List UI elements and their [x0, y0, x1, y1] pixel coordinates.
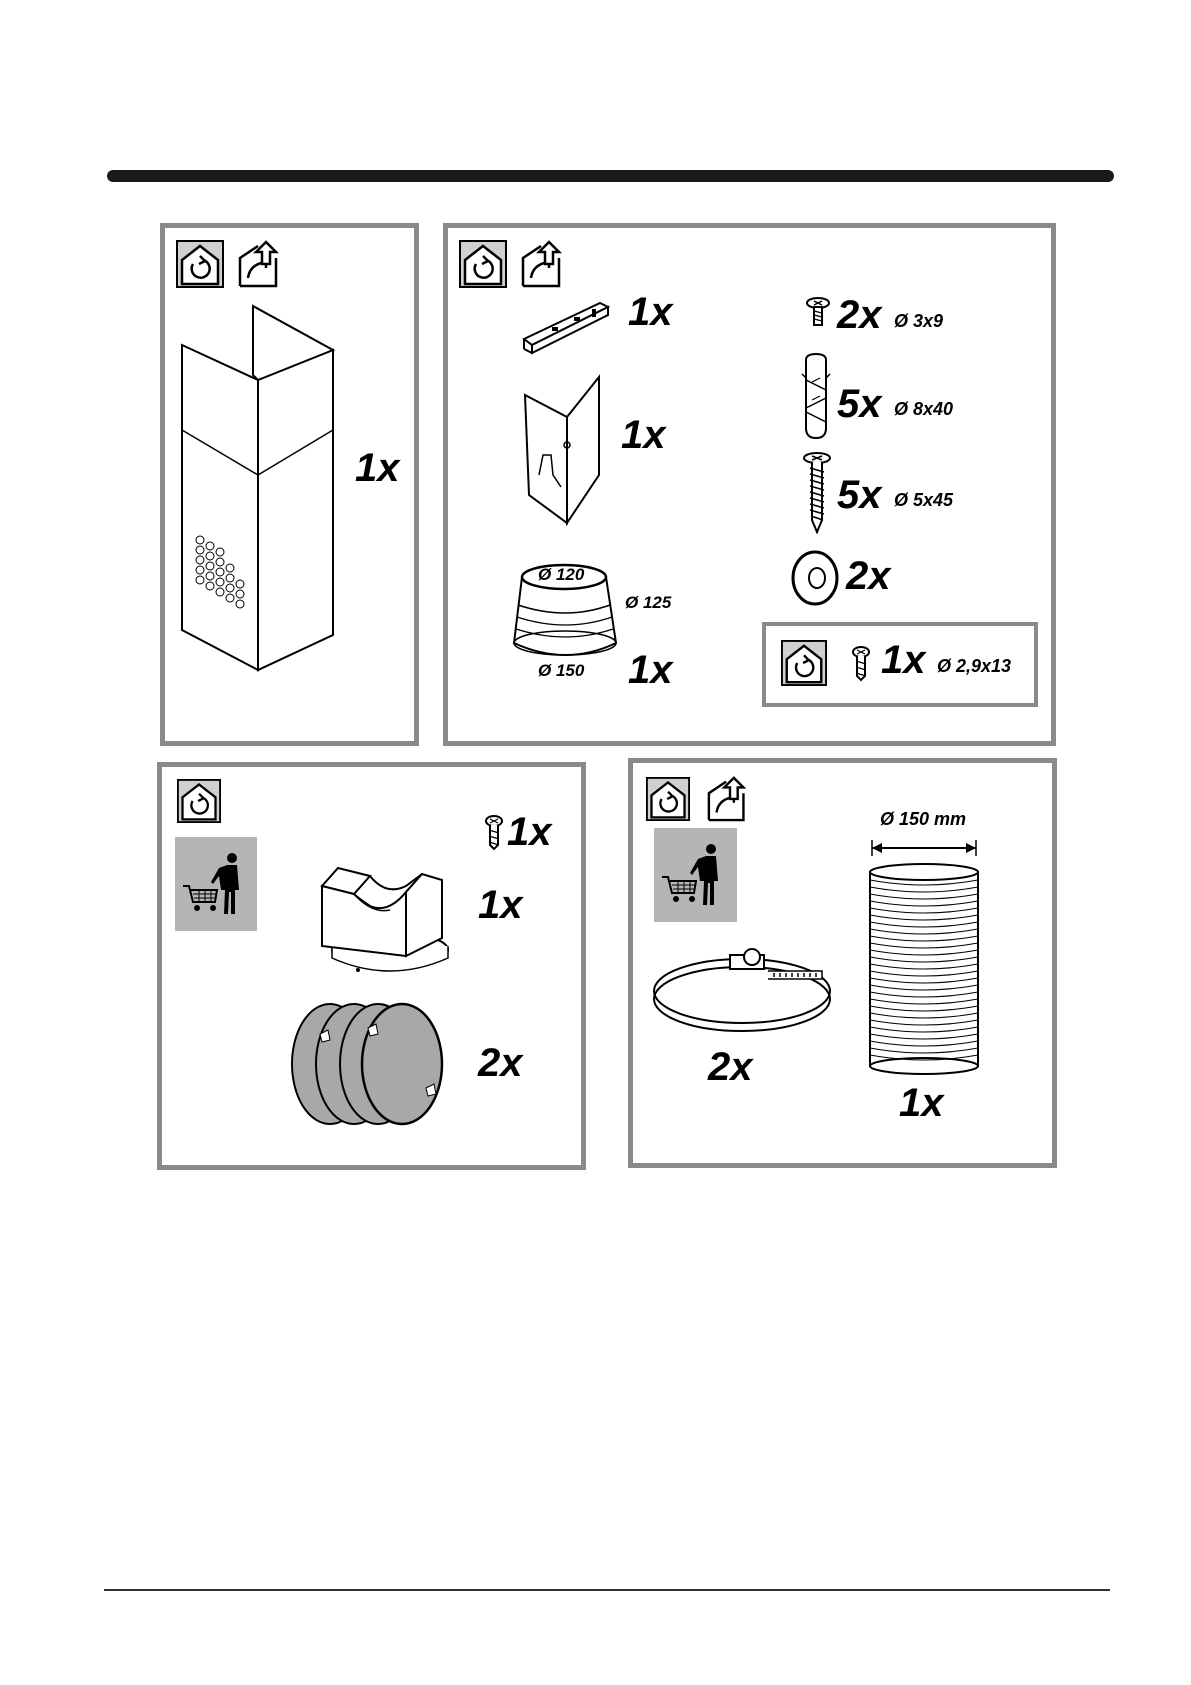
- recirculation-mode-icon: [176, 240, 224, 288]
- deflector-quantity: 1x: [478, 885, 523, 925]
- wall-plug-quantity: 5x: [837, 384, 882, 424]
- washer-icon: [790, 550, 840, 606]
- adapter-quantity: 1x: [628, 650, 673, 690]
- screw-long-quantity: 5x: [837, 475, 882, 515]
- chimney-illustration: [178, 300, 348, 675]
- wall-bracket-illustration: [522, 295, 612, 357]
- adapter-diameter-bottom: Ø 150: [538, 662, 584, 679]
- recirculation-mode-icon: [645, 777, 691, 821]
- shopping-cart-icon: [660, 841, 730, 909]
- extraction-mode-icon: [519, 238, 571, 288]
- recirculation-mode-icon: [176, 779, 222, 823]
- wall-plug-icon: [800, 352, 834, 440]
- screw-small-quantity: 2x: [837, 295, 882, 335]
- hose-diameter-arrow: [870, 838, 978, 858]
- screw-small-dimension: Ø 3x9: [894, 312, 943, 330]
- carbon-filters-illustration: [290, 1000, 450, 1128]
- hose-clamp-quantity: 2x: [708, 1047, 753, 1087]
- carbon-filter-quantity: 2x: [478, 1043, 523, 1083]
- corner-piece-quantity: 1x: [621, 415, 666, 455]
- header-rule: [107, 170, 1114, 182]
- recirculation-mode-icon: [459, 240, 507, 288]
- footer-rule: [104, 1589, 1110, 1591]
- recirculation-screw-quantity: 1x: [881, 640, 926, 680]
- wall-plug-dimension: Ø 8x40: [894, 400, 953, 418]
- flexible-hose-illustration: [866, 862, 982, 1077]
- hose-clamp-illustration: [650, 945, 840, 1035]
- screw-long-dimension: Ø 5x45: [894, 491, 953, 509]
- washer-quantity: 2x: [846, 556, 891, 596]
- screw-small-icon: [806, 297, 830, 329]
- screw-long-icon: [802, 452, 832, 534]
- screw-icon: [484, 815, 504, 851]
- bracket-quantity: 1x: [628, 292, 673, 332]
- chimney-quantity: 1x: [355, 448, 400, 488]
- extraction-mode-icon: [705, 774, 755, 822]
- screw-quantity: 1x: [507, 812, 552, 852]
- deflector-illustration: [318, 862, 446, 980]
- screw-icon: [851, 646, 871, 682]
- corner-piece-illustration: [523, 375, 603, 525]
- recirculation-mode-icon: [781, 640, 827, 686]
- hose-diameter-label: Ø 150 mm: [880, 810, 966, 828]
- extraction-mode-icon: [236, 238, 288, 288]
- adapter-diameter-middle: Ø 125: [625, 594, 671, 611]
- adapter-diameter-top: Ø 120: [538, 566, 584, 583]
- recirculation-screw-dimension: Ø 2,9x13: [937, 657, 1011, 675]
- hose-quantity: 1x: [899, 1083, 944, 1123]
- shopping-cart-icon: [181, 850, 251, 918]
